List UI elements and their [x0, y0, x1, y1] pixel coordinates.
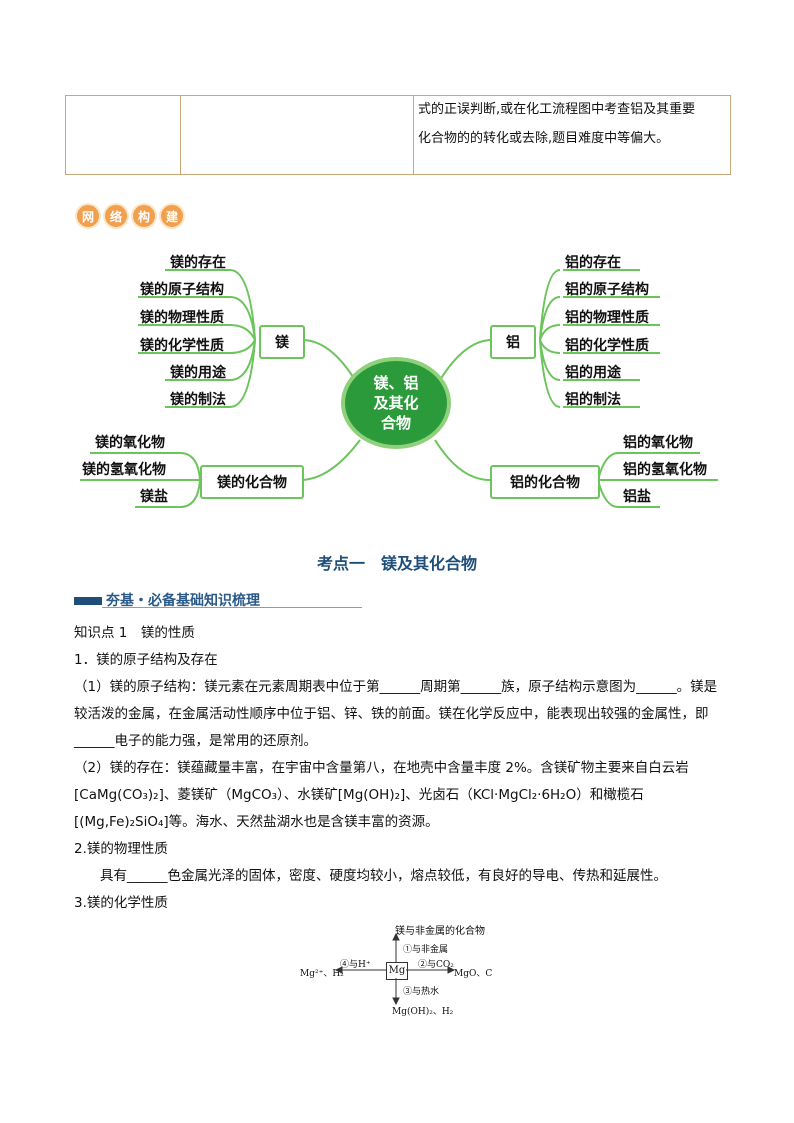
table-cell-text: 式的正误判断,或在化工流程图中考查铝及其重要 化合物的的转化或去除,题目难度中等… — [418, 95, 730, 153]
table-line: 化合物的的转化或去除,题目难度中等偏大。 — [418, 131, 670, 146]
badge-char: 络 — [103, 203, 129, 229]
node-al-compound: 铝的化合物 — [490, 465, 600, 499]
paragraph: （2）镁的存在：镁蕴藏量丰富，在宇宙中含量第八，在地壳中含量丰度 2%。含镁矿物… — [74, 760, 689, 830]
mg-compound-item: 镁的氢氧化物 — [82, 462, 166, 478]
mg-item: 镁的用途 — [170, 365, 226, 381]
reaction-center-mg: Mg — [386, 962, 408, 980]
al-item: 铝的化学性质 — [565, 338, 649, 354]
al-compound-item: 铝的氧化物 — [623, 435, 693, 451]
body-text: 知识点 1 镁的性质 1．镁的原子结构及存在 （1）镁的原子结构：镁元素在元素周… — [74, 620, 724, 917]
paragraph: 具有______色金属光泽的固体，密度、硬度均较小，熔点较低，有良好的导电、传热… — [100, 868, 667, 884]
al-item: 铝的原子结构 — [565, 282, 649, 298]
reaction-arrows — [334, 932, 456, 1006]
top-table — [65, 95, 731, 175]
al-compound-item: 铝盐 — [623, 489, 651, 505]
subheading: 2.镁的物理性质 — [74, 841, 168, 857]
al-item: 铝的存在 — [565, 255, 621, 271]
mg-item: 镁的制法 — [170, 392, 226, 408]
network-badge: 网 络 构 建 — [75, 203, 185, 229]
banner-text: 夯基・必备基础知识梳理 — [106, 593, 260, 609]
reaction-left: Mg²⁺、H₂ — [300, 969, 344, 979]
reaction-top-cond: ①与非金属 — [403, 945, 449, 955]
table-divider — [180, 96, 181, 174]
node-mg: 镁 — [259, 325, 305, 359]
al-item: 铝的物理性质 — [565, 310, 649, 326]
banner-bar — [74, 597, 102, 605]
reaction-diagram: 镁与非金属的化合物 ①与非金属 ④与H⁺ Mg²⁺、H₂ Mg ②与CO₂ Mg… — [300, 922, 520, 1022]
section-banner: 夯基・必备基础知识梳理 — [74, 590, 362, 610]
hub-line: 合物 — [380, 414, 411, 432]
knowledge-point-heading: 知识点 1 镁的性质 — [74, 625, 195, 641]
subheading: 1．镁的原子结构及存在 — [74, 652, 218, 668]
hub-line: 镁、铝 — [373, 374, 419, 392]
reaction-right: MgO、C — [454, 969, 493, 979]
banner-underline — [102, 607, 362, 608]
al-compound-item: 铝的氢氧化物 — [623, 462, 707, 478]
reaction-bottom-cond: ③与热水 — [403, 987, 440, 997]
reaction-left-cond: ④与H⁺ — [340, 960, 371, 970]
node-al: 铝 — [490, 325, 536, 359]
mg-item: 镁的物理性质 — [140, 310, 224, 326]
hub-line: 及其化 — [373, 394, 419, 412]
mg-item: 镁的化学性质 — [140, 338, 224, 354]
reaction-right-cond: ②与CO₂ — [418, 960, 454, 970]
al-item: 铝的制法 — [565, 392, 621, 408]
badge-char: 网 — [75, 203, 101, 229]
mindmap-lines — [80, 269, 718, 508]
badge-char: 构 — [131, 203, 157, 229]
badge-char: 建 — [159, 203, 185, 229]
mg-item: 镁的存在 — [170, 255, 226, 271]
table-line: 式的正误判断,或在化工流程图中考查铝及其重要 — [418, 102, 696, 117]
mindmap-hub: 镁、铝 及其化 合物 — [341, 357, 451, 449]
reaction-bottom: Mg(OH)₂、H₂ — [392, 1007, 454, 1017]
paragraph: （1）镁的原子结构：镁元素在元素周期表中位于第______周期第______族，… — [74, 679, 718, 749]
mg-item: 镁的原子结构 — [140, 282, 224, 298]
section-title: 考点一 镁及其化合物 — [316, 554, 477, 573]
mg-compound-item: 镁的氧化物 — [95, 435, 165, 451]
table-divider — [413, 96, 414, 174]
node-mg-compound: 镁的化合物 — [200, 465, 304, 499]
reaction-top: 镁与非金属的化合物 — [395, 926, 485, 937]
subheading: 3.镁的化学性质 — [74, 895, 168, 911]
mg-compound-item: 镁盐 — [140, 489, 168, 505]
al-item: 铝的用途 — [565, 365, 621, 381]
